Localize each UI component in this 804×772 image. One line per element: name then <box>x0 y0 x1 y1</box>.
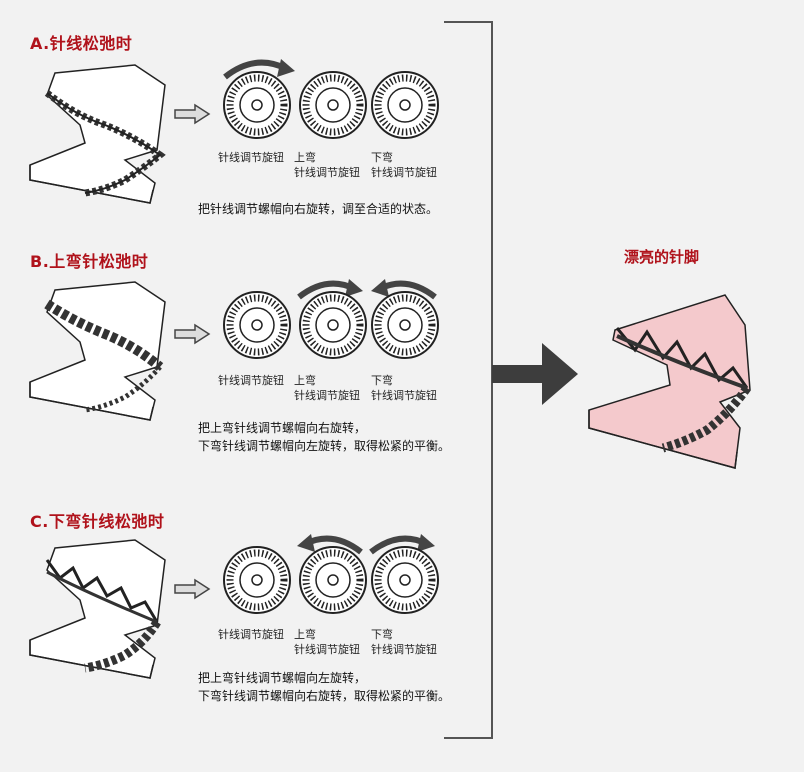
section-b-title: B.上弯针松弛时 <box>30 252 149 271</box>
instruction-c-line-1: 把上弯针线调节螺帽向左旋转， <box>198 671 367 685</box>
knob-label-b-1: 针线调节旋钮 <box>218 374 284 387</box>
knob-label-c-2b: 针线调节旋钮 <box>294 643 360 656</box>
knob-row-b <box>223 279 439 359</box>
instruction-c-line-2: 下弯针线调节螺帽向右旋转，取得松紧的平衡。 <box>198 689 451 703</box>
instruction-b-line-2: 下弯针线调节螺帽向左旋转，取得松紧的平衡。 <box>198 439 451 453</box>
knob-label-a-2b: 针线调节旋钮 <box>294 166 360 179</box>
knob-label-c-1: 针线调节旋钮 <box>218 628 284 641</box>
fabric-b-illustration <box>29 281 166 421</box>
knob-label-b-2a: 上弯 <box>294 374 316 387</box>
knob-label-a-3b: 针线调节旋钮 <box>371 166 437 179</box>
knob-label-a-1: 针线调节旋钮 <box>218 151 284 164</box>
knob-label-c-2a: 上弯 <box>294 628 316 641</box>
instruction-b-line-1: 把上弯针线调节螺帽向右旋转， <box>198 421 367 435</box>
knob-row-a <box>223 59 439 139</box>
arrow-right-icon <box>174 323 211 345</box>
knob-label-a-2a: 上弯 <box>294 151 316 164</box>
arrow-right-icon <box>174 103 211 125</box>
section-c-title: C.下弯针线松弛时 <box>30 512 165 531</box>
knob-row-c <box>223 534 439 614</box>
knob-label-b-2b: 针线调节旋钮 <box>294 389 360 402</box>
result-title: 漂亮的针脚 <box>624 248 700 266</box>
knob-label-c-3a: 下弯 <box>371 628 393 641</box>
knob-label-c-3b: 针线调节旋钮 <box>371 643 437 656</box>
instruction-a-line-1: 把针线调节螺帽向右旋转，调至合适的状态。 <box>198 202 439 216</box>
section-a-title: A.针线松弛时 <box>30 34 133 53</box>
bracket-connector <box>444 21 493 739</box>
knob-label-b-3b: 针线调节旋钮 <box>371 389 437 402</box>
knob-label-a-3a: 下弯 <box>371 151 393 164</box>
big-arrow-right-icon <box>492 343 578 405</box>
fabric-result-illustration <box>588 294 751 469</box>
fabric-a-illustration <box>29 64 166 204</box>
fabric-c-illustration <box>29 539 166 679</box>
arrow-right-icon <box>174 578 211 600</box>
knob-label-b-3a: 下弯 <box>371 374 393 387</box>
